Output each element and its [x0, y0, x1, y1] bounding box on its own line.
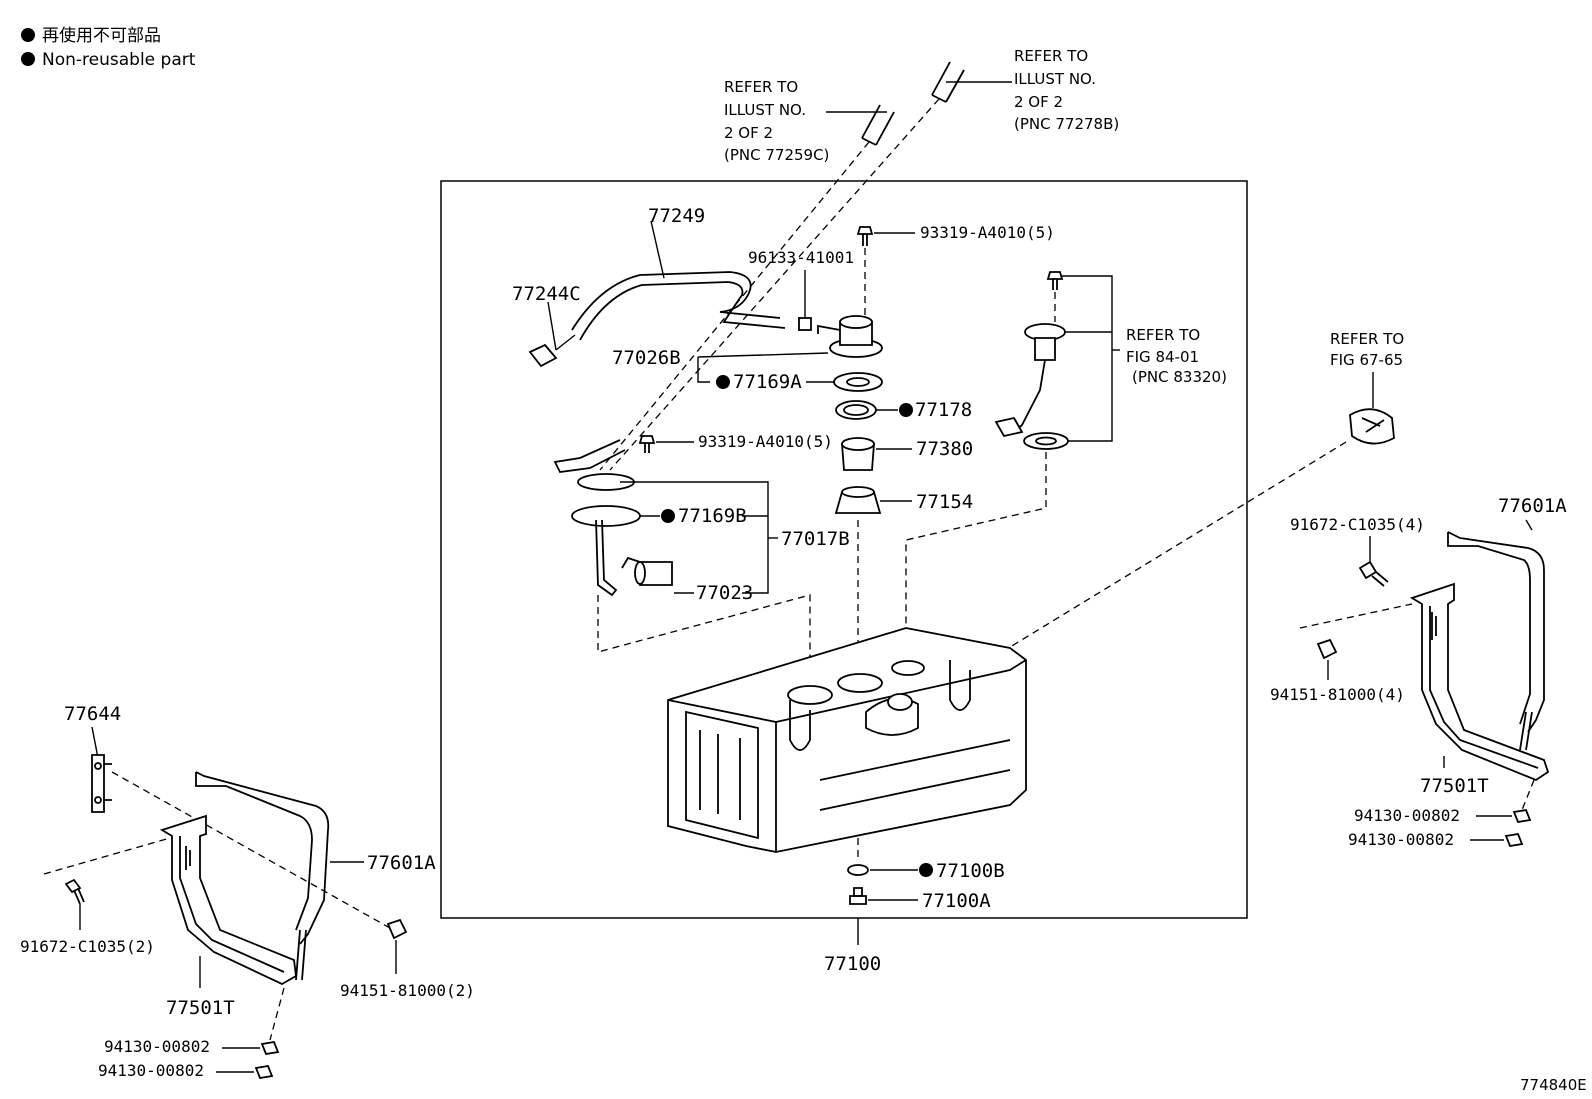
label-93319-mid: 93319-A4010(5)	[698, 432, 833, 451]
non-reusable-dot-icon	[21, 28, 35, 42]
label-94151-right: 94151-81000(4)	[1270, 685, 1405, 704]
svg-text:(PNC 83320): (PNC 83320)	[1132, 368, 1227, 386]
label-94151-left: 94151-81000(2)	[340, 981, 475, 1000]
label-77644: 77644	[64, 703, 121, 725]
label-94130-left-1: 94130-00802	[104, 1037, 210, 1056]
svg-text:ILLUST NO.: ILLUST NO.	[1014, 70, 1096, 88]
non-reusable-dot-icon	[661, 509, 675, 523]
label-77154: 77154	[916, 491, 973, 513]
label-77100B: 77100B	[936, 860, 1005, 882]
label-77249: 77249	[648, 205, 705, 227]
pump-cap-77026B: 77026B	[612, 315, 883, 383]
non-reusable-dot-icon	[21, 52, 35, 66]
left-strap-assembly: 77644 77601A 91672-C1035(2) 94151-81000(…	[20, 703, 475, 1080]
label-77026B: 77026B	[612, 347, 681, 369]
label-94130-right-1: 94130-00802	[1354, 806, 1460, 825]
label-77017B: 77017B	[781, 528, 850, 550]
sender-assembly-77017B: 77017B 77169B	[553, 439, 850, 690]
label-77501T-right: 77501T	[1420, 775, 1489, 797]
svg-text:(PNC 77278B): (PNC 77278B)	[1014, 115, 1119, 133]
svg-text:REFER TO: REFER TO	[1126, 326, 1200, 344]
refer-illust-77259c: REFER TO ILLUST NO. 2 OF 2 (PNC 77259C)	[724, 78, 829, 164]
label-77601A-left: 77601A	[367, 852, 436, 874]
label-77380: 77380	[916, 438, 973, 460]
svg-text:2 OF 2: 2 OF 2	[724, 124, 773, 142]
fuel-tank-77100	[667, 627, 1027, 862]
label-77178: 77178	[915, 399, 972, 421]
legend-english: Non-reusable part	[42, 50, 196, 70]
fuel-tank-assembly-frame	[440, 180, 1248, 919]
hose-77249: 77249	[571, 205, 786, 341]
filler-neck: REFER TO FIG 67-65	[919, 330, 1404, 703]
label-77501T-left: 77501T	[166, 997, 235, 1019]
label-94130-right-2: 94130-00802	[1348, 830, 1454, 849]
gasket-77178: 77178	[835, 399, 972, 421]
top-hose-stubs	[599, 61, 1012, 471]
screw-93319-top: 93319-A4010(5)	[856, 223, 1055, 320]
svg-text:ILLUST NO.: ILLUST NO.	[724, 101, 806, 119]
label-91672-right: 91672-C1035(4)	[1290, 515, 1425, 534]
fuel-gauge-sender: REFER TO FIG 84-01 (PNC 83320)	[905, 271, 1227, 662]
cap-77380: 77380	[841, 437, 973, 471]
svg-text:2 OF 2: 2 OF 2	[1014, 93, 1063, 111]
non-reusable-dot-icon	[919, 863, 933, 877]
part-77154: 77154	[834, 486, 973, 670]
non-reusable-dot-icon	[716, 375, 730, 389]
label-94130-left-2: 94130-00802	[98, 1061, 204, 1080]
label-93319-top: 93319-A4010(5)	[920, 223, 1055, 242]
label-96133-41001: 96133-41001	[748, 248, 854, 267]
refer-illust-77278b: REFER TO ILLUST NO. 2 OF 2 (PNC 77278B)	[1014, 47, 1119, 133]
label-91672-left: 91672-C1035(2)	[20, 937, 155, 956]
svg-text:FIG 84-01: FIG 84-01	[1126, 348, 1199, 366]
label-77023: 77023	[696, 582, 753, 604]
non-reusable-dot-icon	[899, 403, 913, 417]
clip-96133-41001: 96133-41001	[748, 248, 854, 331]
label-77100: 77100	[824, 953, 881, 975]
label-77169A: 77169A	[733, 371, 802, 393]
svg-text:REFER TO: REFER TO	[1014, 47, 1088, 65]
label-77169B: 77169B	[678, 505, 747, 527]
legend: 再使用不可部品 Non-reusable part	[21, 25, 196, 70]
screw-93319-mid: 93319-A4010(5)	[638, 432, 833, 453]
label-77244C: 77244C	[512, 283, 581, 305]
right-strap-assembly: 77601A 91672-C1035(4) 94151-81000(4) 775…	[1270, 495, 1567, 849]
svg-text:(PNC 77259C): (PNC 77259C)	[724, 146, 829, 164]
gasket-77169A: 77169A	[716, 371, 883, 393]
illustration-id: 774840E	[1520, 1076, 1587, 1094]
pump-77023: 77023	[621, 556, 753, 604]
label-77100A: 77100A	[922, 890, 991, 912]
label-77601A-right: 77601A	[1498, 495, 1567, 517]
clamp-77244C: 77244C	[512, 283, 581, 368]
svg-text:REFER TO: REFER TO	[1330, 330, 1404, 348]
svg-text:REFER TO: REFER TO	[724, 78, 798, 96]
drain-plug-parts: 77100B 77100A	[847, 860, 1005, 912]
svg-text:FIG 67-65: FIG 67-65	[1330, 351, 1403, 369]
legend-japanese: 再使用不可部品	[42, 25, 161, 46]
